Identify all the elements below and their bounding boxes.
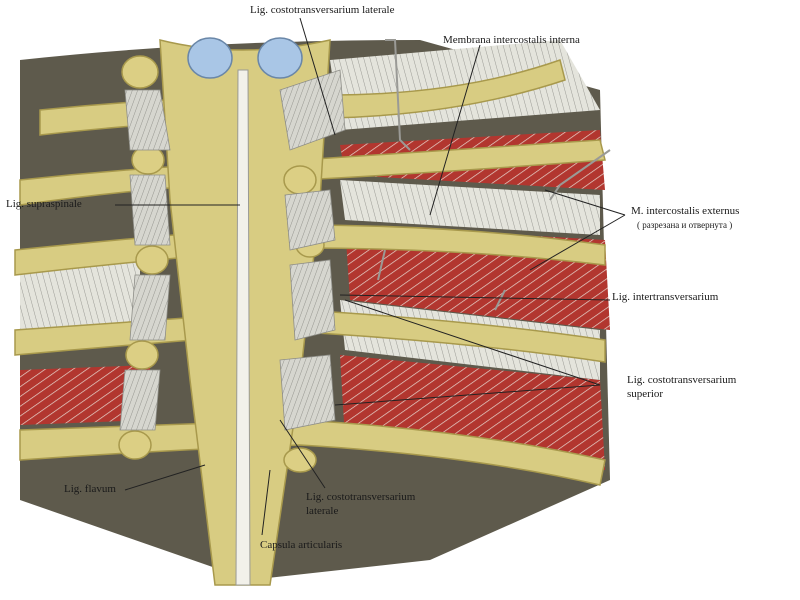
label-lig-costotransversarium-superior-line2: superior: [627, 388, 664, 400]
leader-lines: [115, 17, 626, 536]
label-lig-costotransversarium-laterale-top: Lig. costotransversarium laterale: [250, 4, 395, 16]
supraspinal-ligament-strip: [235, 69, 251, 586]
label-lig-costotransversarium-laterale-bottom-line2: laterale: [306, 505, 339, 517]
label-lig-flavum: Lig. flavum: [64, 483, 116, 495]
ligaments: [119, 69, 346, 431]
label-lig-intertransversarium: Lig. intertransversarium: [612, 291, 719, 303]
label-membrana-intercostalis-interna: Membrana intercostalis interna: [443, 34, 580, 46]
cartilage-right: [257, 37, 303, 79]
label-lig-costotransversarium-superior-line1: Lig. costotransversarium: [627, 374, 737, 386]
label-lig-supraspinale: Lig. supraspinale: [6, 198, 82, 210]
retractor-pins: [377, 39, 611, 311]
transverse-processes: [118, 55, 325, 473]
label-m-intercostalis-externus-note: ( разрезана и отвернута ): [637, 220, 733, 230]
label-capsula-articularis: Capsula articularis: [260, 539, 343, 551]
cartilage-left: [187, 37, 233, 79]
label-lig-costotransversarium-laterale-bottom-line1: Lig. costotransversarium: [306, 491, 416, 503]
label-m-intercostalis-externus: M. intercostalis externus: [631, 205, 740, 217]
